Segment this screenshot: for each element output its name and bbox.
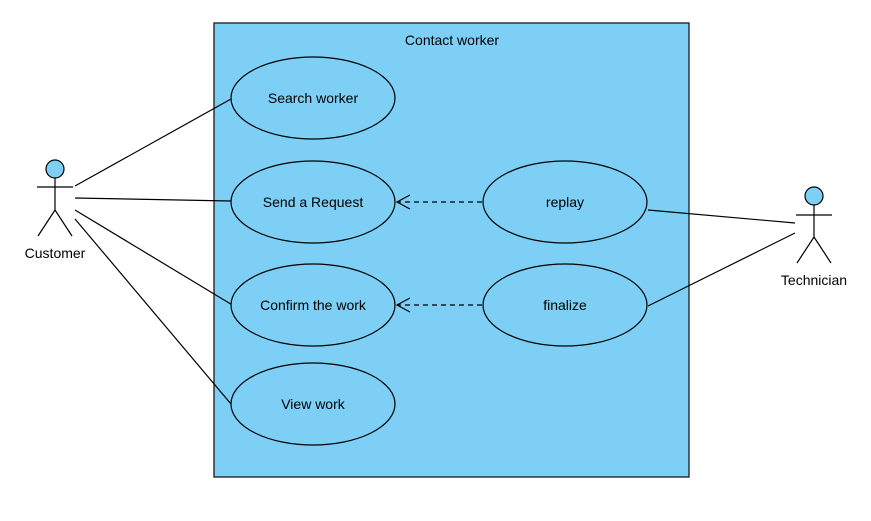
dependency-arrowhead	[395, 194, 411, 210]
use-case-label: Send a Request	[263, 194, 364, 210]
actor-label: Customer	[25, 245, 86, 261]
use-case-finalize: finalize	[482, 263, 648, 347]
dependency-replay-to-send-request	[395, 194, 482, 210]
association-customer-confirm-work	[74, 209, 235, 307]
association-technician-replay	[647, 209, 796, 224]
use-case-confirm-work: Confirm the work	[230, 263, 396, 347]
actor-customer: Customer	[25, 159, 86, 261]
association-customer-send-request	[74, 197, 232, 202]
stick-figure-icon	[37, 159, 73, 237]
actor-right-leg	[54, 209, 73, 237]
use-case-label: View work	[281, 396, 346, 412]
use-case-label: finalize	[543, 297, 587, 313]
use-case-ellipse	[482, 263, 648, 347]
use-case-label: replay	[546, 194, 584, 210]
actor-head	[804, 186, 824, 206]
use-case-search-worker: Search worker	[230, 56, 396, 140]
use-case-replay: replay	[482, 160, 648, 244]
use-case-send-request: Send a Request	[230, 160, 396, 244]
stick-figure-icon	[796, 186, 832, 264]
use-case-ellipse	[482, 160, 648, 244]
use-case-label: Confirm the work	[260, 297, 367, 313]
associations	[74, 98, 796, 405]
actor-left-leg	[796, 236, 815, 264]
dependency-arrowhead	[395, 297, 411, 313]
dependency-finalize-to-confirm-work	[395, 297, 482, 313]
use-case-ellipse	[230, 263, 396, 347]
association-customer-search-worker	[74, 98, 232, 187]
use-cases: Search worker Send a Request Confirm the…	[230, 56, 648, 446]
actor-head	[45, 159, 65, 179]
actors: Customer Technician	[25, 159, 847, 288]
use-case-view-work: View work	[230, 362, 396, 446]
use-case-ellipse	[230, 362, 396, 446]
association-customer-view-work	[74, 218, 232, 405]
association-technician-finalize	[647, 232, 796, 307]
actor-left-leg	[37, 209, 56, 237]
use-case-ellipse	[230, 160, 396, 244]
dependencies	[395, 194, 482, 313]
system-boundary-title: Contact worker	[405, 32, 499, 48]
use-case-label: Search worker	[268, 90, 359, 106]
use-case-ellipse	[230, 56, 396, 140]
actor-right-leg	[813, 236, 832, 264]
actor-label: Technician	[781, 272, 847, 288]
actor-technician: Technician	[781, 186, 847, 288]
